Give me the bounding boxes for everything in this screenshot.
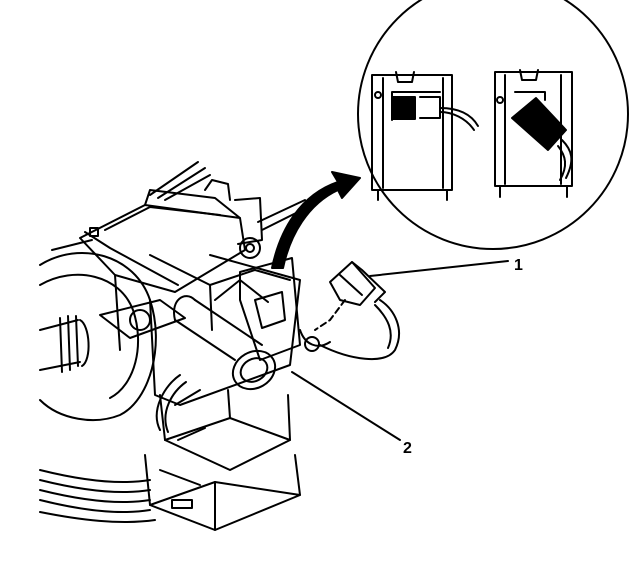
detail-inset [357,0,629,250]
callout-1: 1 [514,257,523,274]
inset-switch-seated [371,71,479,201]
column-housing [39,161,331,421]
actuator-cylinder [173,279,277,391]
leader-lines [291,260,509,441]
switch-connector [314,261,400,361]
leader-line-2 [291,371,401,441]
lower-module [39,374,301,531]
leader-line-1 [369,260,509,277]
inset-switch-tilted [494,69,573,198]
curved-arrow [271,171,361,269]
callout-2: 2 [403,440,412,457]
